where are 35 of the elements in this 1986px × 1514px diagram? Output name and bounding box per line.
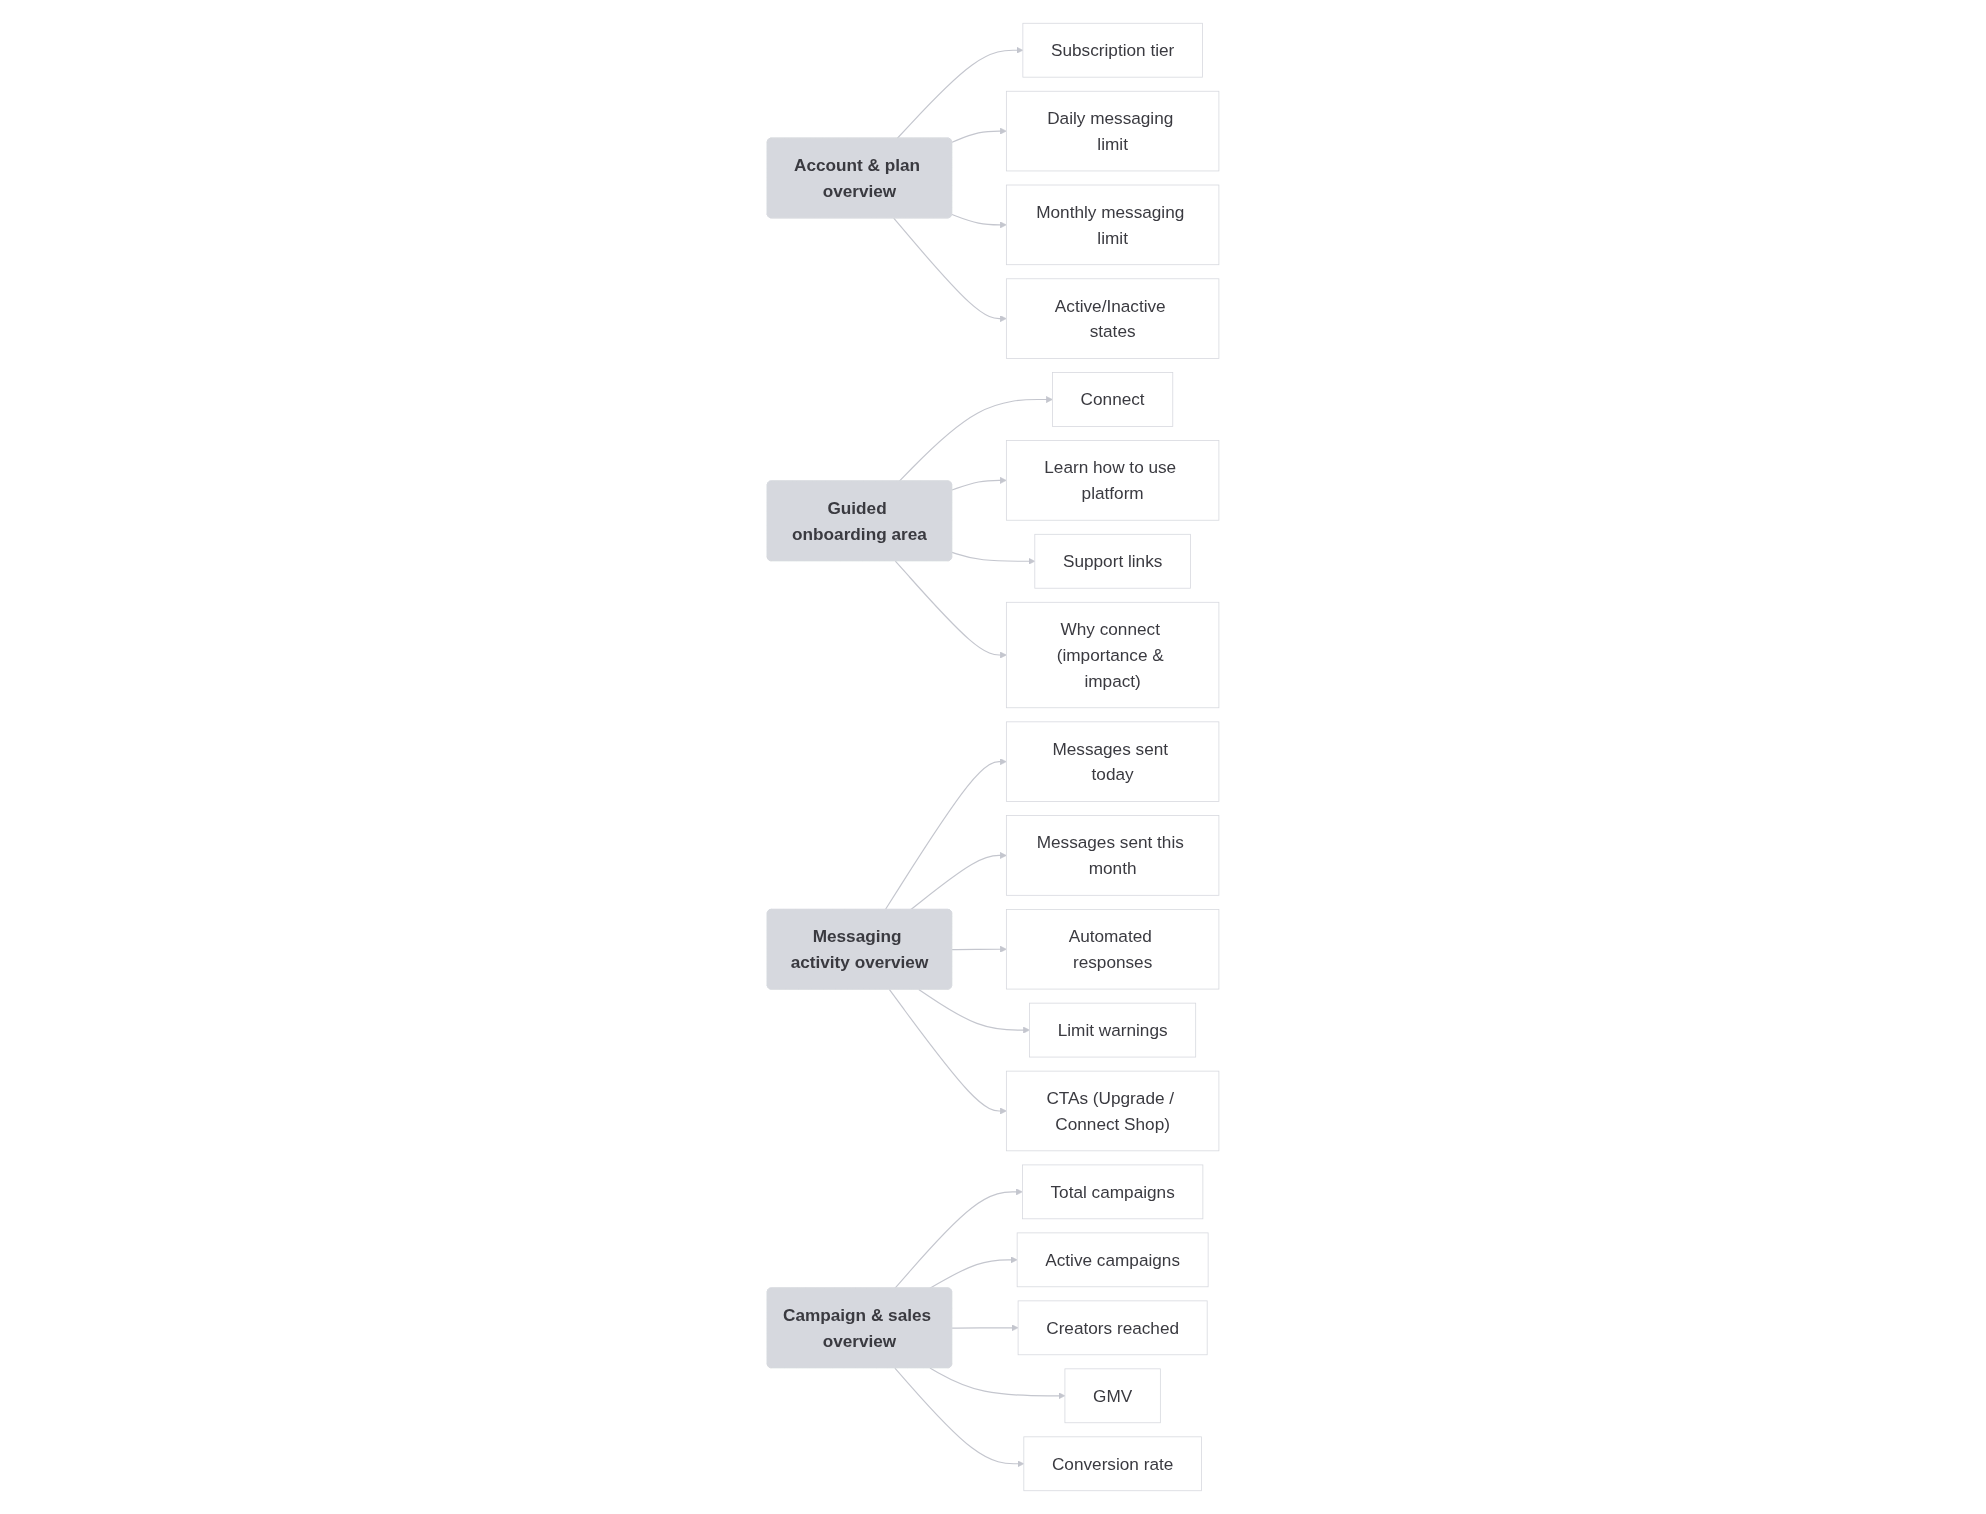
arrow — [884, 758, 1007, 911]
node-box: Creators reached — [1017, 1300, 1208, 1356]
arrow — [898, 396, 1053, 482]
node-box: Limit warnings — [1029, 1002, 1196, 1058]
node-box: Active campaigns — [1016, 1232, 1209, 1288]
node-box: CTAs (Upgrade / Connect Shop) — [1005, 1070, 1220, 1152]
arrow — [894, 1367, 1025, 1468]
arrow — [951, 476, 1007, 491]
arrow — [893, 217, 1007, 323]
node-box: Conversion rate — [1023, 1436, 1202, 1492]
arrow — [951, 213, 1007, 229]
node-box: Subscription tier — [1022, 22, 1203, 78]
node-box: Monthly messaging limit — [1005, 184, 1220, 266]
arrow — [951, 945, 1007, 953]
node-box: Total campaigns — [1021, 1164, 1204, 1220]
node-box: Support links — [1034, 533, 1191, 589]
arrow — [951, 127, 1007, 143]
node-box: Messages sent this month — [1005, 815, 1220, 896]
arrow — [894, 1188, 1023, 1289]
node-box: GMV — [1064, 1368, 1161, 1424]
node-box: Learn how to use platform — [1005, 440, 1220, 521]
node-box: Automated responses — [1005, 909, 1220, 990]
arrow — [951, 1324, 1019, 1332]
arrow — [918, 988, 1030, 1034]
node-box: Active/Inactive states — [1005, 278, 1220, 359]
arrow — [894, 560, 1007, 659]
node-box: Why connect (importance & impact) — [1005, 601, 1220, 709]
node-box: Connect — [1052, 372, 1174, 427]
arrow — [896, 46, 1024, 140]
arrow — [910, 852, 1007, 911]
arrow — [951, 551, 1036, 565]
arrow — [929, 1367, 1066, 1400]
node-box: Daily messaging limit — [1005, 90, 1220, 172]
arrow — [888, 988, 1007, 1115]
node-box: Messages sent today — [1005, 721, 1220, 802]
